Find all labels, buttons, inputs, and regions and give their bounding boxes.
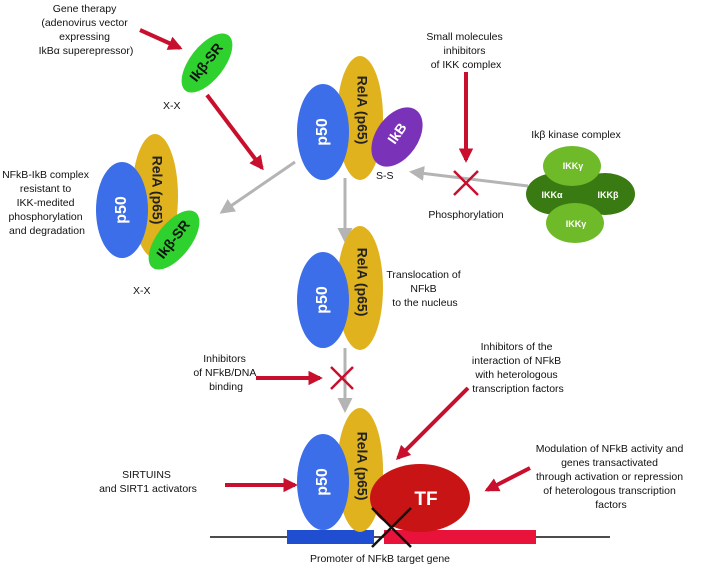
dna-binding-block-x bbox=[330, 366, 354, 390]
p50-ellipse-left bbox=[96, 162, 148, 258]
ss-label: S-S bbox=[376, 170, 394, 182]
inhibitors-interaction-label: Inhibitors of the interaction of NFkB wi… bbox=[472, 341, 564, 395]
ikbsr-ellipse-left bbox=[148, 210, 200, 270]
arrow-modulation bbox=[484, 466, 531, 492]
red-arrows bbox=[139, 28, 531, 493]
p50-label-top: p50 bbox=[314, 118, 331, 146]
p50-ellipse-mid bbox=[297, 252, 349, 348]
p50-ellipse-top bbox=[297, 84, 349, 180]
phosphorylation-label: Phosphorylation bbox=[428, 209, 503, 221]
phosphorylation-block-x bbox=[453, 170, 479, 196]
ikbsr-gene-therapy: Ikβ-SR X-X bbox=[163, 33, 233, 112]
ikb-ellipse bbox=[371, 107, 423, 167]
promoter-dna bbox=[210, 530, 610, 544]
modulation-label: Modulation of NFkB activity and genes tr… bbox=[536, 443, 687, 511]
rela-label-top: RelA (p65) bbox=[354, 76, 370, 145]
nfkb-ikb-complex: p50 RelA (p65) IkB S-S bbox=[297, 56, 423, 182]
inhibitors-dna-label: Inhibitors of NFkB/DNA binding bbox=[193, 353, 258, 393]
p50-ellipse-bottom bbox=[297, 434, 349, 530]
tf-ellipse bbox=[370, 464, 470, 532]
translocation-label: Translocation of NFkB to the nucleus bbox=[386, 269, 463, 309]
nfkb-translocated: p50 RelA (p65) bbox=[297, 226, 383, 350]
arrow-to-resistant-complex bbox=[219, 160, 296, 214]
sirtuins-label: SIRTUINS and SIRT1 activators bbox=[99, 469, 197, 495]
interaction-block-x bbox=[371, 507, 412, 548]
rela-label-left: RelA (p65) bbox=[149, 156, 165, 225]
ikk-complex: IKKγ IKKα IKKβ IKKγ bbox=[526, 146, 635, 243]
arrow-gene-therapy bbox=[139, 28, 183, 50]
xx-label-top: X-X bbox=[163, 100, 181, 112]
arrow-interaction-inhibitors bbox=[395, 386, 470, 461]
tf-label: TF bbox=[414, 489, 437, 510]
rela-label-bottom: RelA (p65) bbox=[354, 432, 370, 501]
gene-therapy-label: Gene therapy (adenovirus vector expressi… bbox=[39, 3, 134, 57]
small-molecules-label: Small molecules inhibitors of IKK comple… bbox=[426, 31, 505, 71]
nfkb-bound: p50 RelA (p65) TF bbox=[297, 408, 470, 548]
ikb-kinase-complex-label: Ikβ kinase complex bbox=[531, 129, 621, 141]
ikbsr-ellipse bbox=[181, 33, 233, 93]
ikk-beta-ellipse bbox=[575, 173, 635, 215]
ikk-gamma-bottom-ellipse bbox=[546, 203, 604, 243]
rela-label-mid: RelA (p65) bbox=[354, 248, 370, 317]
p50-label-left: p50 bbox=[113, 196, 130, 224]
rela-ellipse-mid bbox=[337, 226, 383, 350]
ikk-beta-label: IKKβ bbox=[598, 190, 619, 200]
promoter-label: Promoter of NFkB target gene bbox=[310, 553, 450, 565]
ikk-alpha-label: IKKα bbox=[541, 190, 562, 200]
arrow-ikbsr-to-complex bbox=[205, 93, 264, 171]
xx-label-left: X-X bbox=[133, 285, 151, 297]
promoter-site-blue bbox=[287, 530, 374, 544]
ikk-gamma-top-ellipse bbox=[543, 146, 601, 186]
ikk-gamma-bottom-label: IKKγ bbox=[566, 219, 587, 229]
p50-label-mid: p50 bbox=[314, 286, 331, 314]
resistant-complex: p50 RelA (p65) Ikβ-SR X-X bbox=[96, 134, 200, 297]
resistant-complex-label: NFkB-IkB complex resistant to IKK-medite… bbox=[2, 169, 92, 237]
promoter-site-red bbox=[384, 530, 536, 544]
ikk-gamma-top-label: IKKγ bbox=[563, 161, 584, 171]
p50-label-bottom: p50 bbox=[314, 468, 331, 496]
